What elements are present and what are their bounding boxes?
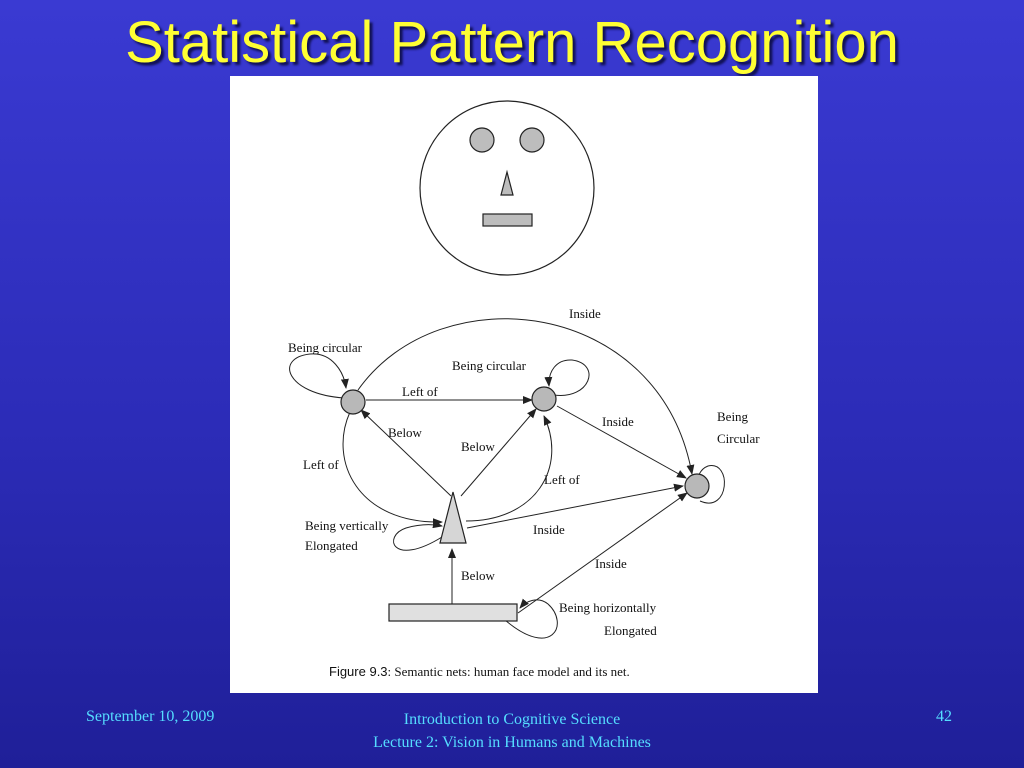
label-circular: Circular [717,431,760,446]
figure-panel: Inside Being circular Being circular Lef… [230,76,818,693]
edge-left-of-side [342,411,443,527]
loop-left-eye [289,353,349,399]
edge-below-left [360,409,452,497]
footer-course-info: Introduction to Cognitive Science Lectur… [312,708,712,754]
label-inside-lower: Inside [533,522,565,537]
label-being-vertically: Being vertically [305,518,389,533]
mouth [482,213,533,227]
edge-below-mid [460,408,537,497]
node-face [684,473,710,499]
left-eye [469,127,495,153]
loop-right-eye [544,359,590,396]
footer-lecture: Lecture 2: Vision in Humans and Machines [373,734,651,751]
label-below-left: Below [388,425,423,440]
node-mouth [388,603,518,622]
node-left-eye [340,389,366,415]
footer-date: September 10, 2009 [86,708,215,725]
label-elongated-vertical: Elongated [305,538,358,553]
label-being-circular-left: Being circular [288,340,363,355]
net-nodes [340,386,710,622]
label-being-circular-mid: Being circular [452,358,527,373]
caption-text: : Semantic nets: human face model and it… [388,664,630,679]
nose [500,169,514,196]
edge-inside-bottom [517,492,688,614]
right-eye [519,127,545,153]
node-right-eye [531,386,557,412]
caption-label: Figure 9.3 [329,664,388,679]
edge-inside-lower [466,483,684,529]
edge-inside-top [357,318,695,475]
edge-left-of-right [465,415,553,522]
label-below-bottom: Below [461,568,496,583]
label-left-of-right: Left of [544,472,580,487]
label-inside-top: Inside [569,306,601,321]
loop-nose [393,520,443,551]
label-being: Being [717,409,749,424]
edge-inside-right [556,405,687,479]
label-inside-right: Inside [602,414,634,429]
loop-mouth [504,598,558,639]
slide-title: Statistical Pattern Recognition [125,10,899,75]
node-nose [439,491,467,544]
edge-labels: Inside Being circular Being circular Lef… [288,306,760,638]
face-model [419,100,595,276]
semantic-net-diagram: Inside Being circular Being circular Lef… [288,100,760,679]
label-left-of-side: Left of [303,457,339,472]
label-inside-bottom: Inside [595,556,627,571]
footer-course: Introduction to Cognitive Science [403,711,621,728]
label-being-horizontally: Being horizontally [559,600,657,615]
net-edges [289,318,725,639]
label-left-of-top: Left of [402,384,438,399]
slide-number: 42 [936,708,952,725]
label-below-mid: Below [461,439,496,454]
figure-caption: Figure 9.3: Semantic nets: human face mo… [329,664,630,679]
label-elongated-horizontal: Elongated [604,623,657,638]
